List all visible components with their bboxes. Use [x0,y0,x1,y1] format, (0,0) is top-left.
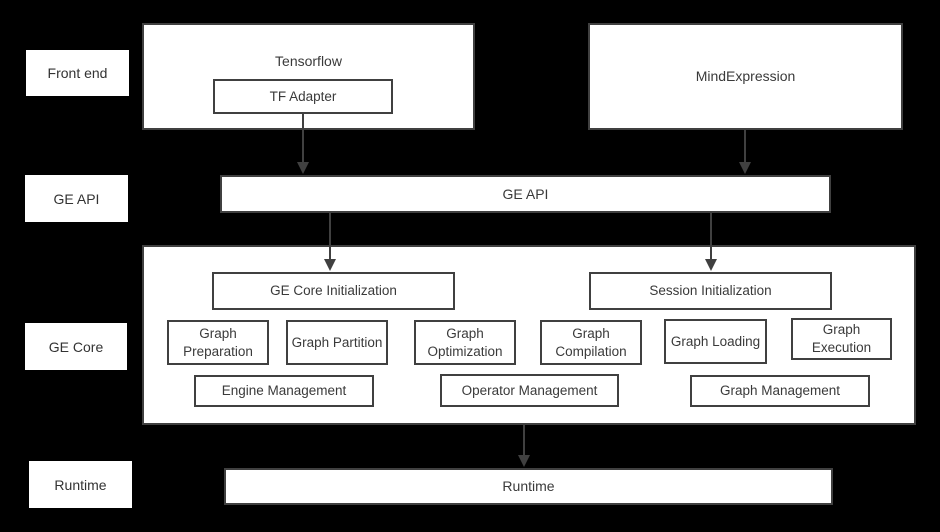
ge-core-initialization-box: GE Core Initialization [212,272,455,310]
graph-preparation-box: Graph Preparation [167,320,269,365]
row-label-ge-api: GE API [25,175,128,222]
arrow-shaft [523,425,525,455]
graph-management-box: Graph Management [690,375,870,407]
arrow-head-icon [705,259,717,271]
ge-api-bar: GE API [220,175,831,213]
arrow-mindexpression-to-ge-api-icon [739,130,751,174]
tf-adapter-box: TF Adapter [213,79,393,114]
mindexpression-box: MindExpression [588,23,903,130]
graph-partition-box: Graph Partition [286,320,388,365]
arrow-head-icon [518,455,530,467]
row-label-runtime: Runtime [29,461,132,508]
arrow-shaft [744,130,746,162]
arrow-ge-core-to-runtime-icon [518,425,530,467]
operator-management-box: Operator Management [440,374,619,407]
row-label-ge-core: GE Core [25,323,127,370]
arrow-head-icon [739,162,751,174]
arrow-ge-api-to-session-initialization-icon [705,213,717,271]
session-initialization-box: Session Initialization [589,272,832,310]
arrow-shaft [302,114,304,162]
runtime-bar: Runtime [224,468,833,505]
arrow-ge-api-to-ge-core-initialization-icon [324,213,336,271]
graph-compilation-box: Graph Compilation [540,320,642,365]
tensorflow-label: Tensorflow [275,53,342,69]
row-label-front-end: Front end [26,50,129,96]
arrow-shaft [710,213,712,259]
arrow-shaft [329,213,331,259]
graph-execution-box: Graph Execution [791,318,892,360]
graph-optimization-box: Graph Optimization [414,320,516,365]
engine-management-box: Engine Management [194,375,374,407]
graph-loading-box: Graph Loading [664,319,767,364]
arrow-head-icon [297,162,309,174]
arrow-tf-adapter-to-ge-api-icon [297,114,309,174]
arrow-head-icon [324,259,336,271]
